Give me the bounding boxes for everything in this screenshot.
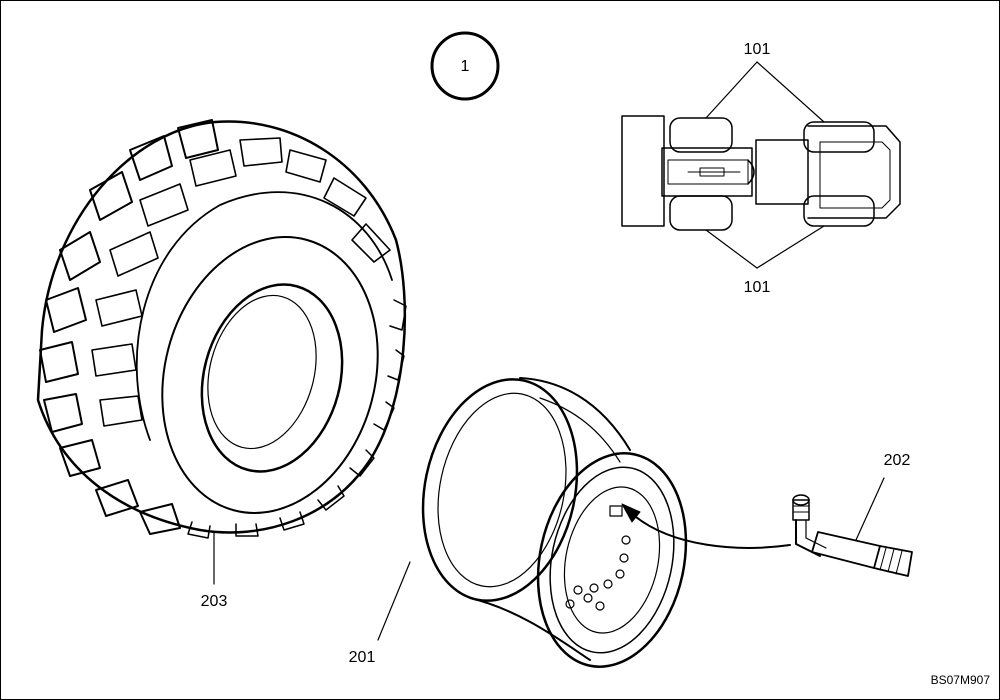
- valve-drawing: [621, 477, 913, 577]
- callout-202: 202: [884, 452, 911, 469]
- drawing-code: BS07M907: [931, 673, 991, 687]
- tyre-drawing: [36, 119, 407, 585]
- callout-203: 203: [201, 593, 228, 610]
- callout-101-bottom: 101: [744, 279, 771, 296]
- figure-index-marker: [430, 31, 500, 101]
- callout-101-top: 101: [744, 41, 771, 58]
- figure-index-label: 1: [461, 58, 470, 75]
- callout-201: 201: [349, 649, 376, 666]
- rim-drawing: [377, 377, 688, 668]
- machine-top-view: [621, 61, 901, 269]
